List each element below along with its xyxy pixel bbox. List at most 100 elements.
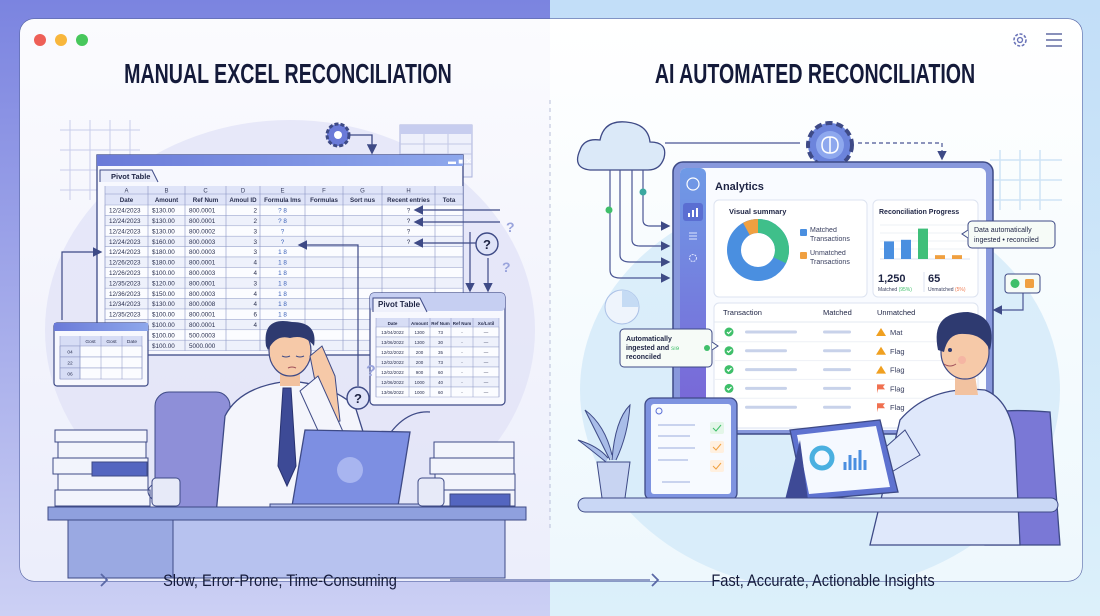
table-cell[interactable]: 12/34/2023	[109, 301, 141, 308]
table-cell[interactable]: 12/26/2023	[109, 260, 141, 267]
table-cell[interactable]: 800.0001	[189, 280, 216, 287]
table-cell[interactable]: $180.00	[152, 249, 175, 256]
table-cell[interactable]: 2	[253, 218, 257, 225]
transaction-row[interactable]: Mat	[724, 327, 904, 338]
table-cell[interactable]: 4	[253, 260, 257, 267]
table-cell[interactable]: 12/24/2023	[109, 208, 141, 215]
column-letter[interactable]: G	[360, 189, 365, 195]
table-cell[interactable]: 800.0001	[189, 260, 216, 267]
table-cell[interactable]: 800.0003	[189, 249, 216, 256]
table-cell[interactable]: 800.0008	[189, 301, 216, 308]
table-cell[interactable]: 4	[253, 291, 257, 298]
table-cell[interactable]: $130.00	[152, 218, 175, 225]
gear-icon[interactable]	[1013, 33, 1027, 47]
table-cell[interactable]: $100.00	[152, 332, 175, 339]
column-header[interactable]: Sort nus	[350, 197, 376, 204]
table-cell[interactable]: 4	[253, 322, 257, 329]
spreadsheet-tab[interactable]	[99, 169, 159, 183]
column-letter[interactable]: A	[124, 189, 128, 195]
column-letter[interactable]: F	[322, 189, 326, 195]
column-letter[interactable]: E	[280, 189, 284, 195]
table-cell[interactable]: 12/26/2023	[109, 270, 141, 277]
table-cell[interactable]: 800.0001	[189, 218, 216, 225]
table-cell[interactable]: 12/35/2023	[109, 312, 141, 319]
table-cell[interactable]: 1 8	[278, 280, 287, 287]
transaction-row[interactable]: Flag	[714, 360, 978, 375]
table-cell[interactable]: $150.00	[152, 291, 175, 298]
table-cell[interactable]: 12/24/2023	[109, 249, 141, 256]
column-header[interactable]: Recent entries	[387, 197, 430, 204]
table-cell[interactable]: 500.0003	[189, 332, 216, 339]
table-cell[interactable]: 3	[253, 280, 257, 287]
table-cell[interactable]: 12/24/2023	[109, 228, 141, 235]
table-cell[interactable]: 4	[253, 270, 257, 277]
table-cell[interactable]: $180.00	[152, 260, 175, 267]
settings-icon[interactable]	[689, 254, 697, 262]
table-cell[interactable]: 800.0002	[189, 228, 216, 235]
table-cell[interactable]: ?	[281, 239, 285, 246]
hamburger-menu-icon[interactable]	[1046, 33, 1062, 47]
table-cell[interactable]: 800.0003	[189, 239, 216, 246]
table-cell[interactable]: 4	[253, 301, 257, 308]
table-cell[interactable]: 800.0001	[189, 312, 216, 319]
table-cell[interactable]: $100.00	[152, 270, 175, 277]
table-cell[interactable]: 5000.000	[189, 343, 216, 350]
column-letter[interactable]: H	[406, 189, 410, 195]
table-cell[interactable]: 1 8	[278, 312, 287, 319]
table-cell[interactable]: $120.00	[152, 280, 175, 287]
table-cell[interactable]: 1 8	[278, 301, 287, 308]
column-header[interactable]: Date	[120, 197, 134, 204]
transaction-row[interactable]: Flag	[714, 341, 978, 356]
maximize-window-button[interactable]	[76, 34, 88, 46]
table-cell[interactable]: $100.00	[152, 322, 175, 329]
table-cell[interactable]: $130.00	[152, 228, 175, 235]
table-cell[interactable]: 2	[253, 208, 257, 215]
table-cell[interactable]: 12/24/2023	[109, 239, 141, 246]
transaction-row[interactable]: Flag	[714, 378, 978, 394]
pivot-cell: —	[484, 380, 489, 385]
brain-logo-icon[interactable]	[686, 177, 700, 191]
column-header[interactable]: Amoul ID	[229, 197, 257, 204]
table-cell[interactable]: 12/36/2023	[109, 291, 141, 298]
table-cell[interactable]: 6	[253, 312, 257, 319]
list-icon[interactable]	[689, 232, 697, 240]
column-header[interactable]: Ref Num	[193, 197, 219, 204]
column-header[interactable]: Tota	[443, 197, 456, 204]
table-cell[interactable]: 1 8	[278, 249, 287, 256]
table-cell[interactable]: 3	[253, 239, 257, 246]
table-cell[interactable]: 800.0001	[189, 208, 216, 215]
table-cell[interactable]: ?	[407, 239, 411, 246]
close-window-button[interactable]	[34, 34, 46, 46]
table-cell[interactable]: 3	[253, 249, 257, 256]
table-cell[interactable]: 800.0003	[189, 291, 216, 298]
window-buttons[interactable]: ▬ ■ ✕	[448, 157, 472, 166]
table-cell[interactable]: $130.00	[152, 301, 175, 308]
table-cell[interactable]: 1 8	[278, 260, 287, 267]
table-cell[interactable]: 3	[253, 228, 257, 235]
col-transaction: Transaction	[723, 308, 762, 317]
table-cell[interactable]: 12/35/2023	[109, 280, 141, 287]
table-cell[interactable]: 1 8	[278, 270, 287, 277]
table-cell[interactable]: $160.00	[152, 239, 175, 246]
table-cell[interactable]: ? 8	[278, 218, 287, 225]
table-cell[interactable]: 800.0003	[189, 270, 216, 277]
column-letter[interactable]: C	[203, 189, 208, 195]
column-header[interactable]: Formulas	[310, 197, 338, 204]
table-cell[interactable]: ?	[407, 208, 411, 215]
table-cell[interactable]: ?	[281, 228, 285, 235]
table-cell[interactable]: 12/24/2023	[109, 218, 141, 225]
column-letter[interactable]: D	[241, 189, 246, 195]
column-header[interactable]: Amount	[155, 197, 178, 204]
table-cell[interactable]: ? 8	[278, 208, 287, 215]
table-cell[interactable]: ?	[407, 218, 411, 225]
pivot-cell: -	[461, 380, 463, 385]
table-cell[interactable]: ?	[407, 228, 411, 235]
column-letter[interactable]: B	[164, 189, 168, 195]
minimize-window-button[interactable]	[55, 34, 67, 46]
table-cell[interactable]: $100.00	[152, 312, 175, 319]
table-cell[interactable]: $100.00	[152, 343, 175, 350]
table-cell[interactable]: 800.0001	[189, 322, 216, 329]
table-cell[interactable]: $130.00	[152, 208, 175, 215]
table-cell[interactable]: 1 8	[278, 291, 287, 298]
column-header[interactable]: Formula Ims	[264, 197, 301, 204]
